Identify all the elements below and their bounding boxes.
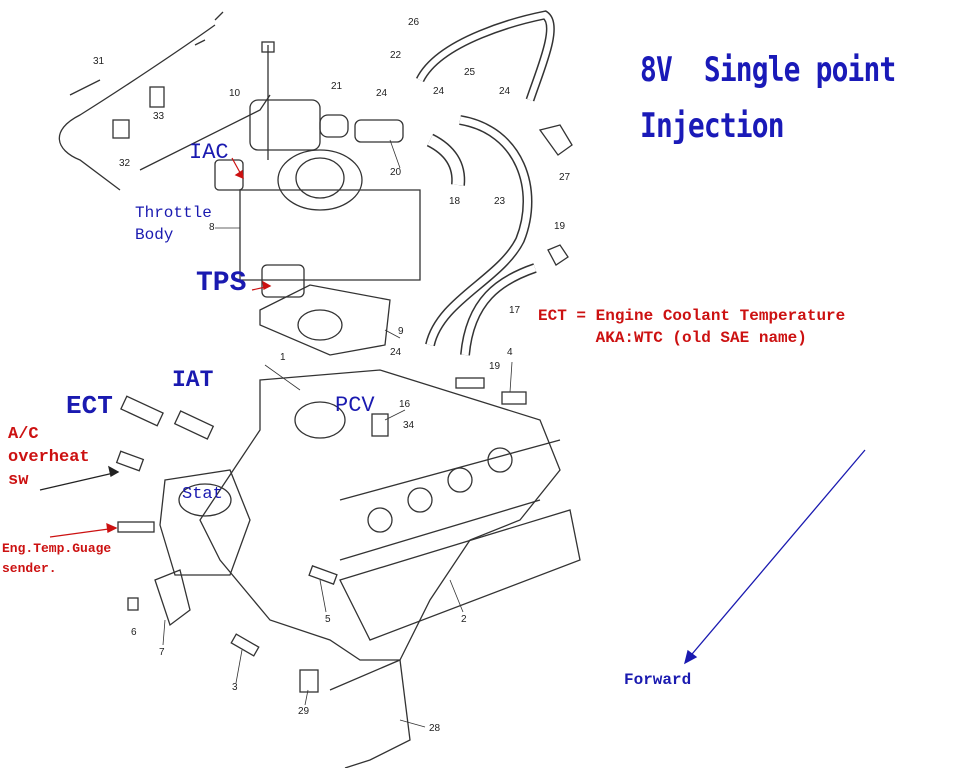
manifold-gasket-2 bbox=[339, 509, 581, 641]
part-number: 17 bbox=[509, 305, 521, 316]
part-number: 5 bbox=[325, 614, 331, 625]
throttle-body-label: Throttle Body bbox=[135, 204, 212, 244]
part-number: 23 bbox=[494, 196, 506, 207]
iat-label: IAT bbox=[172, 367, 214, 393]
part-number: 33 bbox=[153, 111, 165, 122]
part-number: 31 bbox=[93, 56, 105, 67]
bracket-28 bbox=[329, 659, 411, 768]
part-number: 4 bbox=[507, 347, 513, 358]
temp-sender-arrow bbox=[49, 527, 117, 538]
throttle-body-shape bbox=[214, 41, 421, 298]
forward-arrow bbox=[686, 449, 866, 661]
part-number: 24 bbox=[499, 86, 511, 97]
diagram-title-line2: Injection bbox=[640, 106, 785, 146]
part-number: 26 bbox=[408, 17, 420, 28]
tps-label: TPS bbox=[196, 268, 247, 299]
part-number: 7 bbox=[159, 647, 165, 658]
part-number: 19 bbox=[554, 221, 566, 232]
part-7 bbox=[154, 569, 191, 627]
part-number: 29 bbox=[298, 706, 310, 717]
thermostat-housing bbox=[159, 469, 251, 576]
forward-label: Forward bbox=[624, 671, 692, 689]
pcv-label: PCV bbox=[335, 393, 375, 418]
part-number: 18 bbox=[449, 196, 461, 207]
part-number: 32 bbox=[119, 158, 131, 169]
temp-gauge-sender-label: Eng.Temp.Guage sender. bbox=[2, 541, 112, 576]
sensors bbox=[115, 377, 527, 693]
part-number: 24 bbox=[433, 86, 445, 97]
part-number: 21 bbox=[331, 81, 343, 92]
gasket-9 bbox=[259, 284, 391, 356]
part-number: 3 bbox=[232, 682, 238, 693]
part-number: 16 bbox=[399, 399, 411, 410]
thermostat-label: Stat bbox=[182, 485, 223, 504]
part-number: 22 bbox=[390, 50, 402, 61]
part-number: 27 bbox=[559, 172, 571, 183]
throttle-cable bbox=[58, 24, 216, 191]
part-21 bbox=[319, 114, 349, 138]
ect-definition-note: ECT = Engine Coolant Temperature AKA:WTC… bbox=[538, 307, 846, 347]
part-number: 28 bbox=[429, 723, 441, 734]
part-number: 34 bbox=[403, 420, 415, 431]
part-number: 20 bbox=[390, 167, 402, 178]
clip-33 bbox=[149, 86, 165, 108]
part-number: 19 bbox=[489, 361, 501, 372]
part-number: 24 bbox=[390, 347, 402, 358]
ac-overheat-switch-label: A/C overheat sw bbox=[8, 425, 90, 490]
diagram-title-line1: 8V Single point bbox=[640, 50, 896, 90]
iac-label: IAC bbox=[189, 140, 229, 165]
part-20 bbox=[354, 119, 404, 143]
part-number: 1 bbox=[280, 352, 286, 363]
part-number: 10 bbox=[229, 88, 241, 99]
part-27 bbox=[538, 124, 573, 156]
part-number: 6 bbox=[131, 627, 137, 638]
ect-label: ECT bbox=[66, 391, 113, 421]
part-number: 9 bbox=[398, 326, 404, 337]
part-number: 25 bbox=[464, 67, 476, 78]
intake-manifold-shape bbox=[199, 369, 581, 661]
part-number: 24 bbox=[376, 88, 388, 99]
part-19 bbox=[547, 244, 569, 266]
part-number: 2 bbox=[461, 614, 467, 625]
part-number: 8 bbox=[209, 222, 215, 233]
clip-32 bbox=[112, 119, 130, 139]
ac-switch-arrow bbox=[39, 471, 119, 491]
